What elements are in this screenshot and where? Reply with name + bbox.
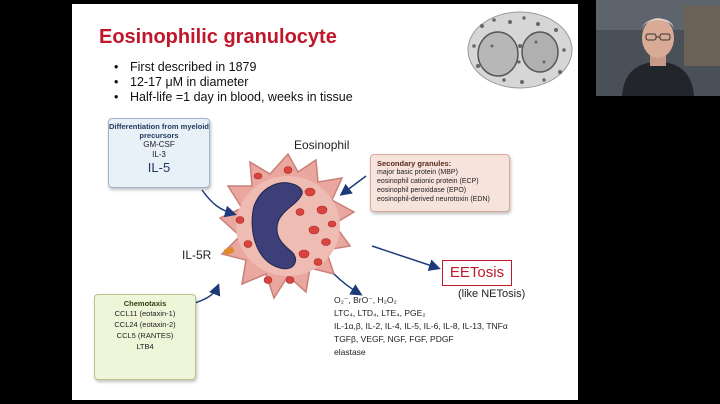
chemotaxis-item: CCL5 (RANTES) <box>116 331 174 340</box>
mediator-line: LTC₄, LTD₄, LTE₄, PGE₂ <box>334 308 426 318</box>
mediator-line: elastase <box>334 347 366 357</box>
differentiation-heading: Differentiation from myeloid precursors <box>109 122 210 140</box>
secondary-granules-heading: Secondary granules: <box>377 159 452 168</box>
presenter-webcam[interactable] <box>596 0 720 96</box>
presenter-icon <box>596 0 720 96</box>
eosinophil-illustration <box>218 152 356 300</box>
secondary-granules-item: eosinophil-derived neurotoxin (EDN) <box>377 196 490 203</box>
secondary-granules-item: major basic protein (MBP) <box>377 169 458 176</box>
eosinophil-label: Eosinophil <box>294 138 350 152</box>
bullet-item: 12-17 μM in diameter <box>112 75 353 90</box>
bullet-item: First described in 1879 <box>112 60 353 75</box>
secondary-granules-item: eosinophil peroxidase (EPO) <box>377 187 467 194</box>
slide-title: Eosinophilic granulocyte <box>99 26 337 48</box>
mediator-line: IL-1α,β, IL-2, IL-4, IL-5, IL-6, IL-8, I… <box>334 321 508 331</box>
presentation-slide: Eosinophilic granulocyte First described… <box>72 4 578 400</box>
secondary-granules-item: eosinophil cationic protein (ECP) <box>377 178 479 185</box>
chemotaxis-item: CCL11 (eotaxin-1) <box>114 309 176 318</box>
bullet-list: First described in 1879 12-17 μM in diam… <box>112 60 353 105</box>
differentiation-item: GM-CSF <box>143 140 175 149</box>
differentiation-highlight: IL-5 <box>147 160 171 175</box>
arrows-overlay <box>191 175 441 305</box>
bullet-item: Half-life =1 day in blood, weeks in tiss… <box>112 90 353 105</box>
mediators-list: O₂⁻, BrO⁻, H₂O₂ LTC₄, LTD₄, LTE₄, PGE₂ I… <box>334 294 508 359</box>
eetosis-label: EETosis <box>449 264 505 281</box>
micrograph-image <box>464 6 576 92</box>
mediator-line: TGFβ, VEGF, NGF, FGF, PDGF <box>334 334 454 344</box>
chemotaxis-heading: Chemotaxis <box>123 299 167 308</box>
il5r-label: IL-5R <box>182 248 212 262</box>
netosis-note: (like NETosis) <box>458 288 526 300</box>
chemotaxis-box: Chemotaxis CCL11 (eotaxin-1) CCL24 (eota… <box>94 294 196 380</box>
secondary-granules-box: Secondary granules: major basic protein … <box>370 154 510 212</box>
differentiation-box: Differentiation from myeloid precursors … <box>108 118 210 188</box>
eetosis-box: EETosis <box>442 260 512 286</box>
chemotaxis-item: CCL24 (eotaxin-2) <box>114 320 176 329</box>
differentiation-item: IL-3 <box>152 150 166 159</box>
mediator-line: O₂⁻, BrO⁻, H₂O₂ <box>334 295 397 305</box>
chemotaxis-item: LTB4 <box>136 342 154 351</box>
